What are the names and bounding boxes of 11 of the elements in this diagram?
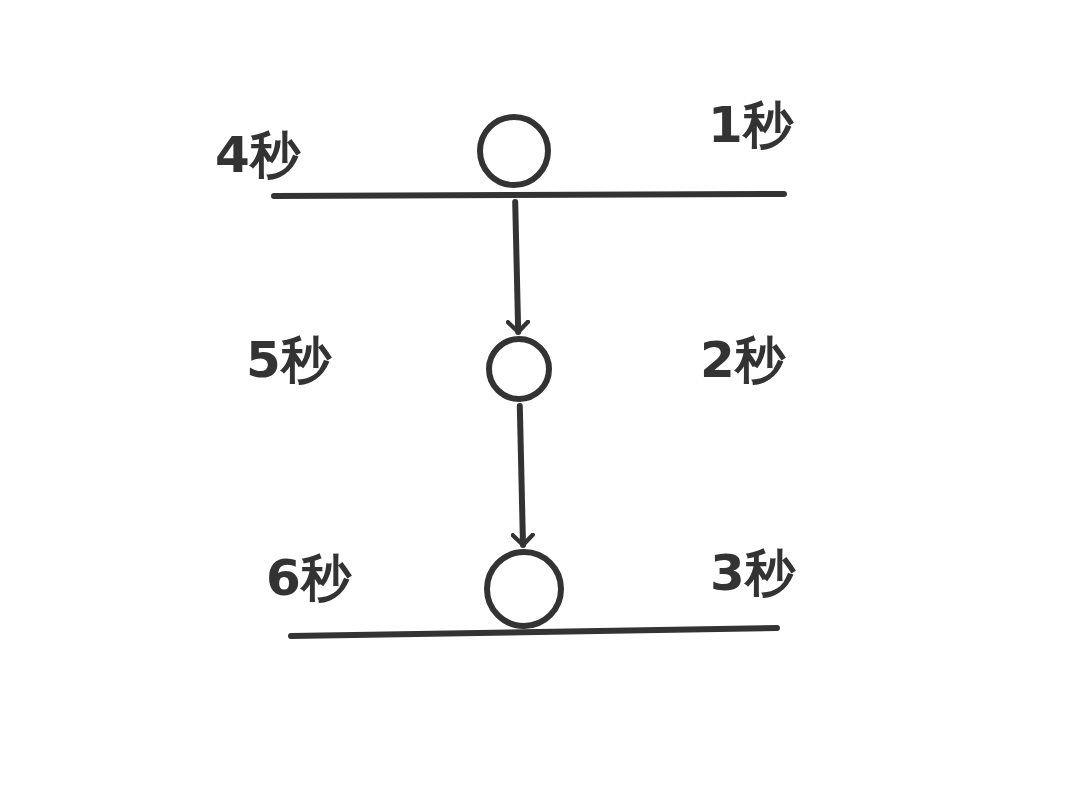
time-label: 5秒 bbox=[246, 335, 331, 385]
time-label: 3秒 bbox=[710, 548, 795, 598]
arrow bbox=[505, 199, 531, 335]
time-label: 1秒 bbox=[708, 100, 793, 150]
time-label: 6秒 bbox=[266, 553, 351, 603]
arrow bbox=[510, 403, 535, 548]
circle bbox=[484, 549, 564, 629]
time-label: 2秒 bbox=[700, 335, 785, 385]
circle bbox=[477, 114, 551, 188]
time-label: 4秒 bbox=[215, 130, 300, 180]
circle bbox=[486, 336, 552, 402]
